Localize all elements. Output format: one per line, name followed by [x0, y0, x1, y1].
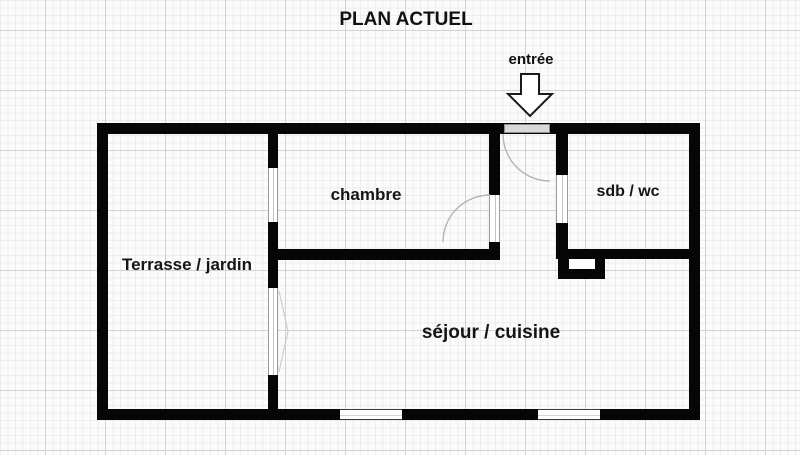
wall-sdb-bottom — [556, 249, 700, 259]
entrance-arrow-icon — [505, 73, 555, 118]
wall-outer-top — [97, 123, 700, 134]
wall-chambre-bottom — [268, 249, 500, 260]
window-terrasse-sejour — [268, 288, 278, 375]
plan-title: PLAN ACTUEL — [339, 9, 473, 30]
room-label-chambre: chambre — [330, 185, 402, 204]
window-sejour-bottom-left — [340, 409, 402, 420]
door-opening-sdb — [556, 175, 568, 223]
window-casement-mark — [278, 290, 289, 373]
room-label-sejour-cuisine: séjour / cuisine — [421, 322, 561, 343]
entrance-label: entrée — [508, 51, 554, 68]
entrance-door-leaf — [504, 124, 550, 133]
wall-outer-left — [97, 123, 108, 420]
wall-terrasse-right — [268, 134, 278, 409]
room-label-sdb-wc: sdb / wc — [596, 183, 660, 200]
duct-box-hole — [569, 259, 595, 269]
room-label-terrasse-jardin: Terrasse / jardin — [121, 255, 253, 274]
window-terrasse-chambre — [268, 168, 278, 222]
door-opening-chambre — [489, 195, 500, 242]
chambre-door-swing-arc — [442, 194, 491, 243]
entrance-door-swing-arc — [502, 133, 551, 182]
window-sejour-bottom-right — [538, 409, 600, 420]
wall-outer-right — [689, 123, 700, 420]
duct-box — [558, 249, 605, 279]
